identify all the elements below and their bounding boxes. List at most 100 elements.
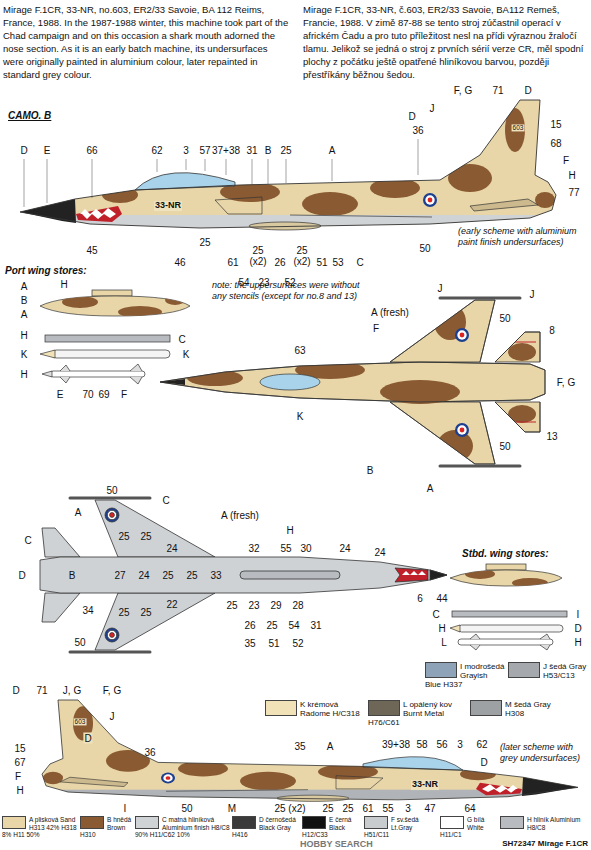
underside-view xyxy=(40,498,447,652)
callout-number: 25 xyxy=(199,237,210,248)
color-swatch xyxy=(500,816,524,829)
callout-number: D xyxy=(480,757,487,768)
callout-number: 25 xyxy=(280,145,291,156)
callout-number: 58 xyxy=(416,739,427,750)
callout-number: 69 xyxy=(98,389,109,400)
callout-number: F xyxy=(15,771,21,782)
callout-number: 27 xyxy=(114,570,125,581)
callout-number: 56 xyxy=(436,739,447,750)
legend-item: L opálený kov Burnt Metal H76/C61 xyxy=(368,700,468,727)
callout-number: 8 xyxy=(549,325,555,336)
callout-number: 50 xyxy=(499,441,510,452)
callout-number: F xyxy=(121,389,127,400)
callout-number: C xyxy=(356,257,363,268)
callout-number: 54 xyxy=(288,620,299,631)
callout-number: I xyxy=(577,609,580,620)
callout-number: 29 xyxy=(270,600,281,611)
callout-number: 24 xyxy=(166,543,177,554)
color-swatch xyxy=(302,816,326,829)
callout-number: A xyxy=(427,483,434,494)
color-swatch xyxy=(80,816,104,829)
legend-item: C matná hliníková Aluminium finish H8/C8… xyxy=(135,816,230,839)
top-view xyxy=(160,298,545,466)
callout-number: 25 (x2) xyxy=(247,245,269,267)
callout-number: H xyxy=(574,637,581,648)
callout-number: 31 xyxy=(246,145,257,156)
callout-number: 25 xyxy=(118,607,129,618)
callout-number: 28 xyxy=(292,600,303,611)
aircraft-marking: 603 xyxy=(512,124,525,131)
color-swatch xyxy=(508,662,540,678)
callout-number: 25 (x2) xyxy=(291,245,313,267)
callout-number: F xyxy=(373,323,379,334)
callout-number: 34 xyxy=(82,605,93,616)
callout-number: D xyxy=(18,570,25,581)
callout-number: 35 xyxy=(294,741,305,752)
callout-number: 39+38 xyxy=(382,739,410,750)
starboard-wing-stores xyxy=(450,564,567,650)
legend-item: D černošedá Black Gray H416 xyxy=(232,816,300,839)
callout-number: C xyxy=(178,334,185,345)
callout-number: 15 xyxy=(550,119,561,130)
callout-number: D xyxy=(12,685,19,696)
legend-item: G bílá White H11/C1 xyxy=(440,816,498,839)
callout-number: 45 xyxy=(86,245,97,256)
legend-item: F sv.šedá Lt.Gray H51/C11 xyxy=(364,816,438,839)
callout-number: J xyxy=(430,103,435,114)
callout-number: J xyxy=(110,711,115,722)
note-text: (later scheme with grey undersurfaces) xyxy=(500,742,588,764)
callout-number: 50 xyxy=(74,637,85,648)
callout-number: 26 xyxy=(244,620,255,631)
callout-number: D xyxy=(20,145,27,156)
callout-number: 3 xyxy=(183,145,189,156)
watermark: HOBBY SEARCH xyxy=(300,840,373,850)
callout-number: H xyxy=(438,623,445,634)
callout-number: 70 xyxy=(82,389,93,400)
callout-number: 50 xyxy=(499,313,510,324)
color-swatch xyxy=(425,662,457,678)
leader-lines xyxy=(24,139,418,207)
callout-number: K xyxy=(297,411,304,422)
callout-number: 66 xyxy=(86,145,97,156)
callout-number: 61 xyxy=(362,803,373,814)
callout-number: 64 xyxy=(464,803,475,814)
legend-item: A plisková Sand H313 42% H318 8% H11 50% xyxy=(2,816,78,839)
side-view-port xyxy=(0,100,591,235)
callout-number: 47 xyxy=(424,803,435,814)
side-view-starboard xyxy=(0,700,591,805)
callout-number: 26 xyxy=(274,257,285,268)
callout-number: 36 xyxy=(412,125,423,136)
color-swatch xyxy=(440,816,464,829)
callout-number: 25 xyxy=(162,570,173,581)
color-swatch xyxy=(470,700,502,716)
description-text: Mirage F.1CR, 33-NR, č.603, ER2/33 Savoi… xyxy=(303,3,588,81)
callout-number: 25 xyxy=(322,803,333,814)
callout-number: A xyxy=(75,507,82,518)
callout-number: 24 xyxy=(339,543,350,554)
callout-number: L xyxy=(441,637,447,648)
callout-number: 6 xyxy=(417,593,423,604)
callout-number: F, G xyxy=(454,85,472,96)
legend-item: M šedá Gray H308 xyxy=(470,700,570,718)
callout-number: E xyxy=(44,145,51,156)
callout-number: A xyxy=(329,145,336,156)
callout-number: 33 xyxy=(210,570,221,581)
callout-number: H xyxy=(286,525,293,536)
callout-number: 31 xyxy=(310,620,321,631)
callout-number: 67 xyxy=(14,757,25,768)
color-swatch xyxy=(368,700,400,716)
callout-number: 25 xyxy=(186,570,197,581)
callout-number: 25 xyxy=(342,803,353,814)
callout-number: 55 xyxy=(382,803,393,814)
color-swatch xyxy=(232,816,256,829)
callout-number: 57 xyxy=(199,145,210,156)
color-swatch xyxy=(364,816,388,829)
callout-number: 15 xyxy=(14,743,25,754)
callout-number: C xyxy=(162,495,169,506)
callout-number: 24 xyxy=(138,570,149,581)
callout-number: A (fresh) xyxy=(221,510,259,521)
callout-number: 50 xyxy=(181,803,192,814)
color-swatch xyxy=(2,816,26,829)
callout-number: D xyxy=(574,623,581,634)
